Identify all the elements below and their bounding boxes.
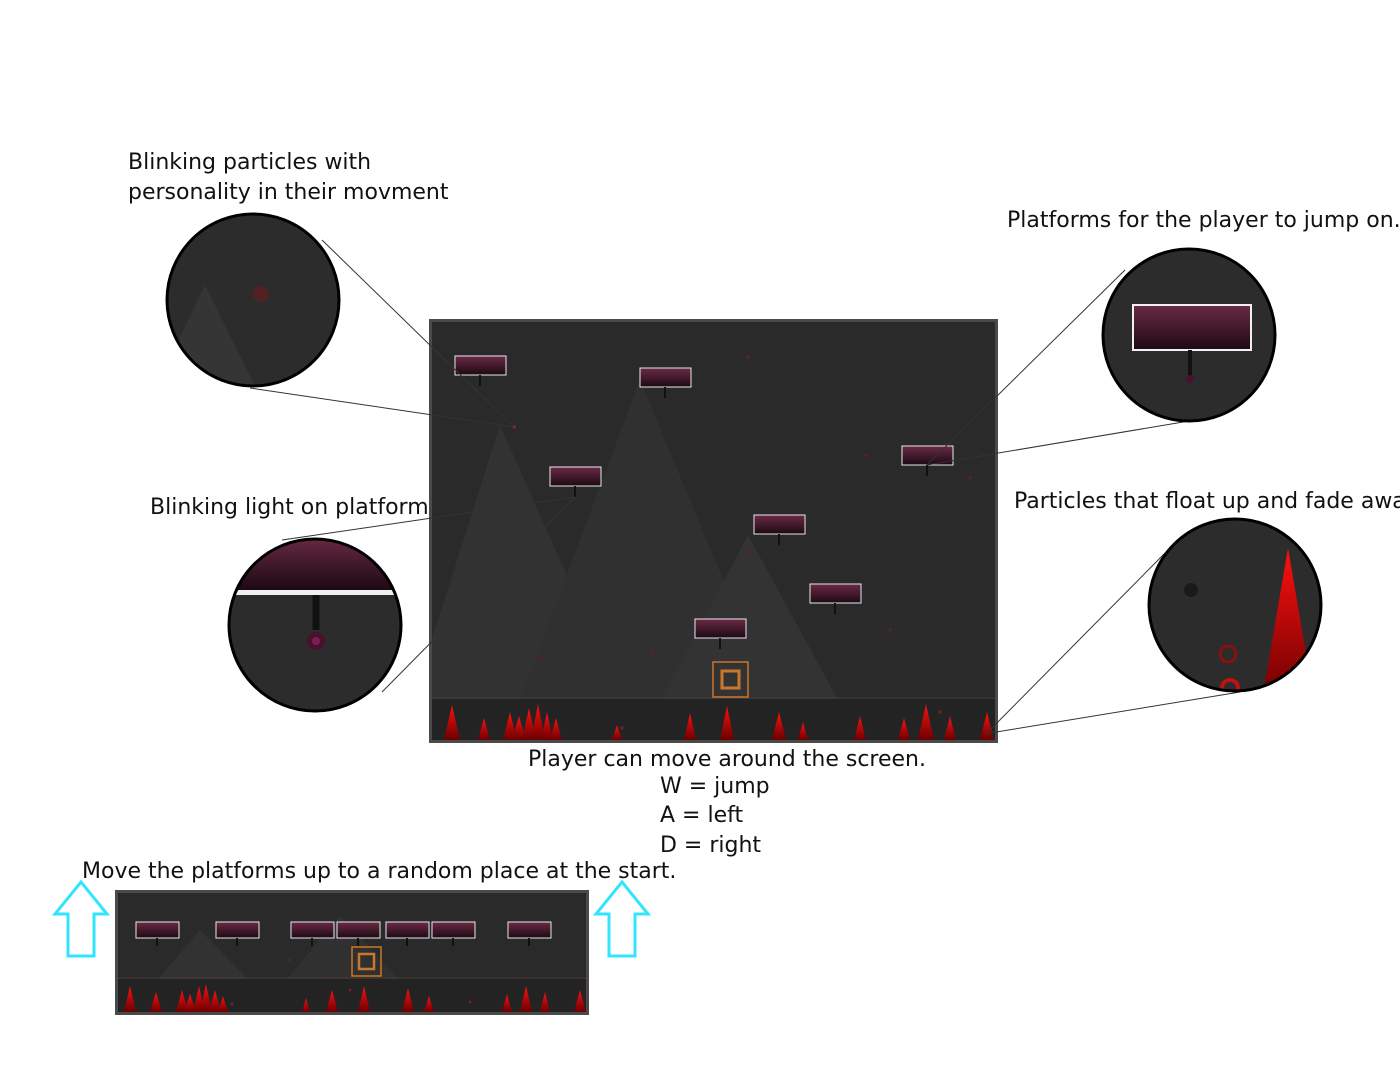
particle — [538, 655, 542, 659]
particle — [650, 650, 654, 654]
particle — [938, 710, 942, 714]
leader-lines — [249, 239, 1241, 736]
player-note: Player can move around the screen. — [528, 747, 926, 772]
float-note: Particles that float up and fade away — [1014, 489, 1400, 514]
particles-note-line2: personality in their movment — [128, 180, 449, 205]
spike-row — [444, 704, 994, 740]
zoom-lens-light — [227, 537, 403, 713]
particle — [888, 628, 892, 632]
control-right: D = right — [660, 833, 762, 858]
platform — [809, 583, 862, 614]
platform — [336, 921, 381, 946]
zoom-lens-platform — [1101, 247, 1277, 423]
platform — [454, 355, 507, 386]
platform — [135, 921, 180, 946]
up-arrow-icon — [592, 879, 652, 958]
start-note: Move the platforms up to a random place … — [82, 859, 677, 884]
particle — [746, 355, 750, 359]
main-game-window — [429, 319, 998, 743]
mountain-shape — [640, 535, 860, 740]
light-note: Blinking light on platform — [150, 495, 429, 520]
player-square-icon — [712, 661, 749, 698]
platform — [431, 921, 476, 946]
particle — [968, 476, 972, 480]
particles-note-line1: Blinking particles with — [128, 150, 372, 175]
up-arrow-icon — [51, 879, 111, 958]
spike-row — [124, 984, 586, 1012]
particle — [620, 726, 624, 730]
zoom-lens-float — [1147, 517, 1323, 693]
zoom-lens-particle — [165, 212, 341, 388]
platform — [385, 921, 430, 946]
start-state-window — [115, 890, 589, 1015]
platforms-note: Platforms for the player to jump on. — [1007, 208, 1400, 233]
platform — [549, 466, 602, 497]
platform — [215, 921, 260, 946]
control-jump: W = jump — [660, 774, 770, 799]
platform — [290, 921, 335, 946]
platform — [694, 618, 747, 649]
player-square-icon — [351, 946, 382, 977]
control-left: A = left — [660, 803, 744, 828]
particle — [864, 453, 868, 457]
platform — [639, 367, 692, 398]
platform — [507, 921, 552, 946]
platform — [753, 514, 806, 545]
particle — [748, 548, 752, 552]
